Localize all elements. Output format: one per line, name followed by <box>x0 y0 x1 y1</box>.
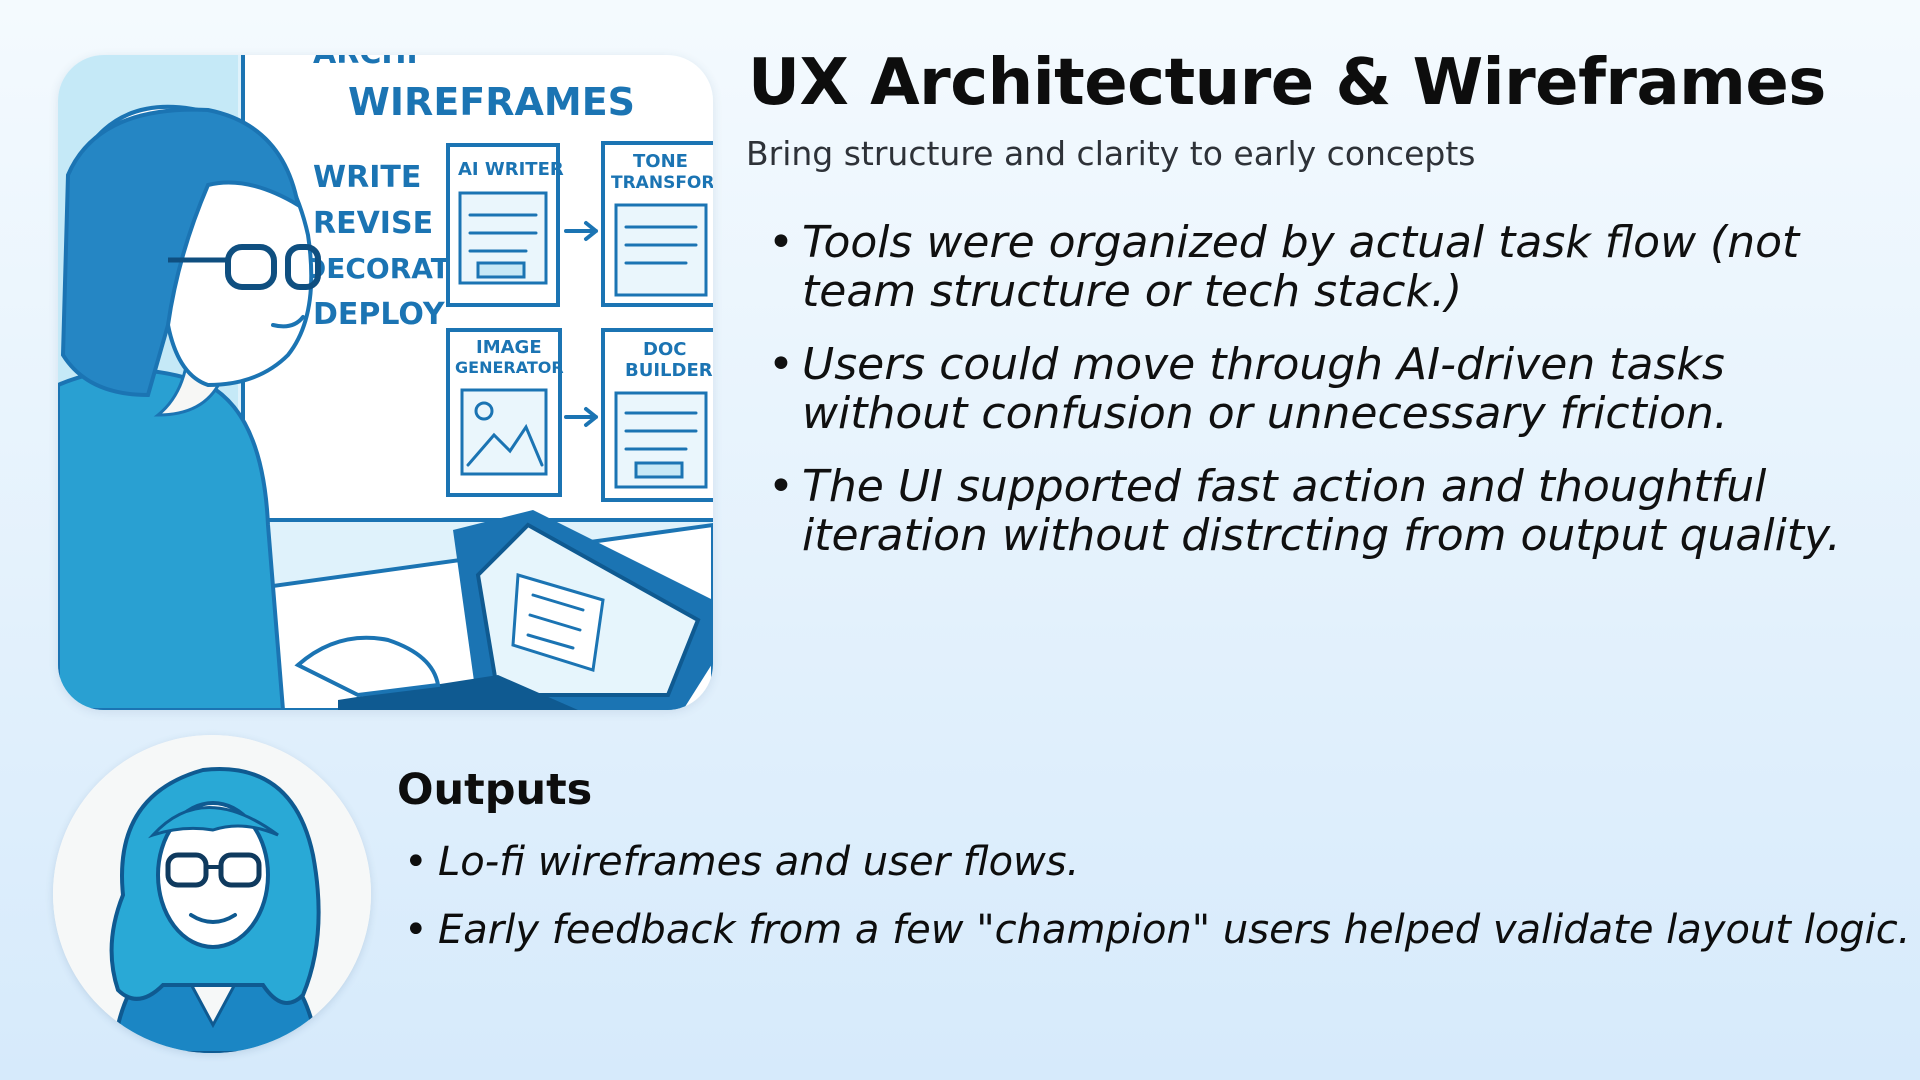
board-header-partial: ARCHI <box>313 55 418 71</box>
wireframes-illustration: ARCHI WIREFRAMES WRITE REVISE DECORATE D… <box>58 55 713 710</box>
wireframe-card-doc-builder: DOC BUILDER <box>601 328 713 502</box>
bullet-item: Tools were organized by actual task flow… <box>768 218 1898 316</box>
laptop <box>338 510 713 710</box>
step-label: REVISE <box>313 206 433 241</box>
step-label: DECORATE <box>303 252 469 285</box>
card-label: GENERATOR <box>455 358 564 377</box>
card-label: TONE <box>633 151 688 172</box>
main-bullet-list: Tools were organized by actual task flow… <box>768 218 1898 584</box>
card-label: TRANSFORM <box>611 173 713 193</box>
step-label: WRITE <box>313 160 421 195</box>
slide-title: UX Architecture & Wireframes <box>748 46 1826 120</box>
bullet-item: The UI supported fast action and thought… <box>768 462 1898 560</box>
outputs-heading: Outputs <box>397 765 593 815</box>
card-label: DOC <box>643 339 686 360</box>
outputs-bullet-list: Lo-fi wireframes and user flows. Early f… <box>404 840 1911 976</box>
presenter-portrait-art <box>53 735 371 1053</box>
wireframes-illustration-art: ARCHI WIREFRAMES WRITE REVISE DECORATE D… <box>58 55 713 710</box>
presenter-portrait <box>53 735 371 1053</box>
slide-subtitle: Bring structure and clarity to early con… <box>746 134 1476 173</box>
wireframe-card-image-generator: IMAGE GENERATOR <box>446 328 564 497</box>
card-label: BUILDER <box>625 360 713 381</box>
output-item: Early feedback from a few "champion" use… <box>404 908 1911 952</box>
bullet-item: Users could move through AI-driven tasks… <box>768 340 1898 438</box>
output-item: Lo-fi wireframes and user flows. <box>404 840 1904 884</box>
card-label: AI WRITER <box>458 159 564 180</box>
step-label: DEPLOY <box>313 297 446 332</box>
board-header: WIREFRAMES <box>348 80 635 124</box>
card-label: IMAGE <box>476 337 542 358</box>
wireframe-card-ai-writer: AI WRITER <box>446 143 564 307</box>
wireframe-card-tone-transform: TONE TRANSFORM <box>601 141 713 307</box>
person-figure <box>58 104 441 710</box>
